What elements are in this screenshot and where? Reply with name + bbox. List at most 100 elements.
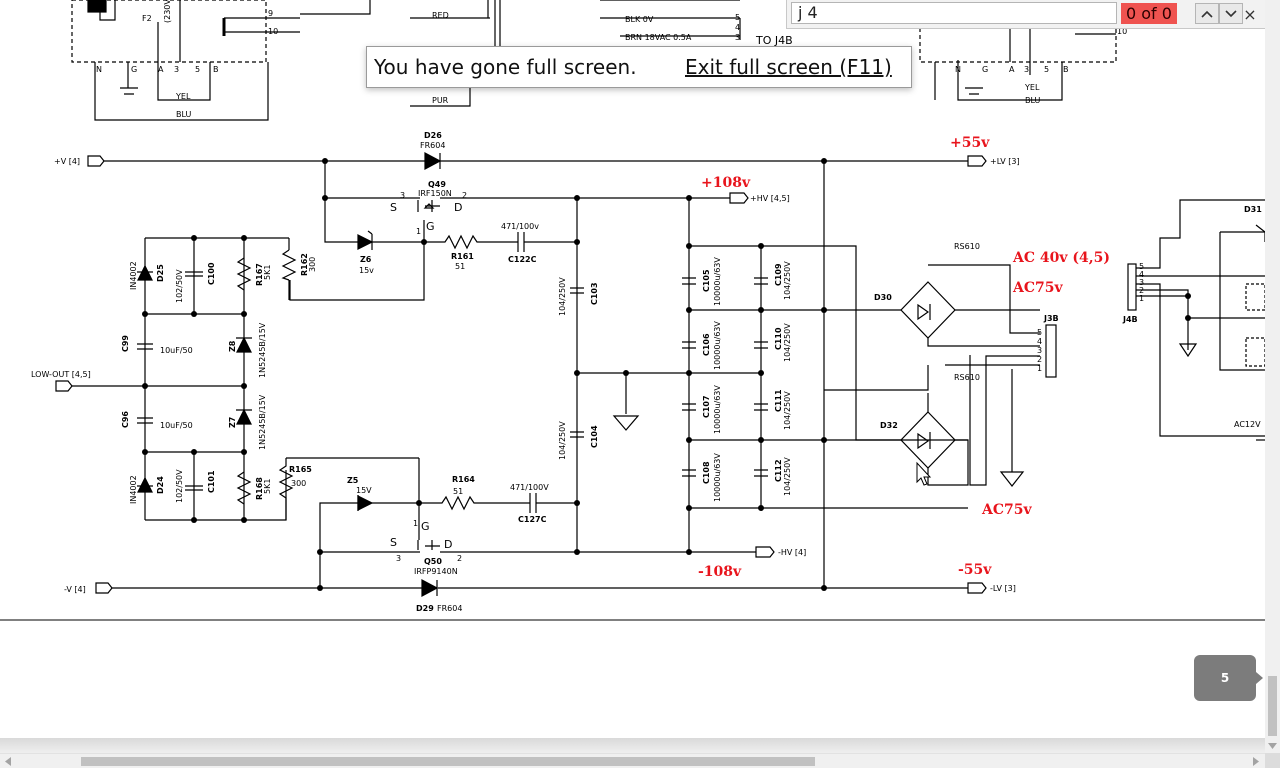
label-r165-v: 300 [291, 479, 306, 488]
label-c106-v: 10000u/63V [713, 321, 722, 370]
document-viewport[interactable]: F2 N G A 3 5 B YEL BLU 9 10 RED PUR BLK … [0, 0, 1265, 740]
scroll-right-arrow-icon [1252, 757, 1259, 766]
horizontal-scroll-thumb[interactable] [81, 757, 815, 766]
label-c127c-v: 471/100V [510, 483, 549, 492]
horizontal-scrollbar[interactable] [0, 753, 1265, 768]
label-c109: C109 [774, 263, 783, 286]
page-number: 5 [1220, 671, 1230, 685]
label-d29: D29 [416, 604, 434, 613]
label-minus-hv: -HV [4] [778, 548, 806, 557]
label-j4b-pin1: 1 [1139, 294, 1144, 303]
label-plus-v: +V [4] [54, 157, 80, 166]
label-q49-d: D [454, 201, 462, 214]
vertical-scrollbar[interactable] [1265, 0, 1280, 753]
label-c111: C111 [774, 389, 783, 412]
label-pin-3: 3 [735, 33, 740, 42]
label-f2: F2 [142, 14, 152, 23]
label-red: RED [432, 11, 449, 20]
label-r165: R165 [289, 465, 312, 474]
label-c127c: C127C [518, 515, 547, 524]
label-9: 9 [268, 9, 273, 18]
label-q50-type: IRFP9140N [414, 567, 458, 576]
label-r162-v: 300 [308, 257, 317, 272]
label-j4b: J4B [1122, 315, 1138, 324]
label-c101: C101 [207, 470, 216, 493]
label-right-10: 10 [1117, 27, 1127, 36]
label-j3b-pin5: 5 [1037, 328, 1042, 337]
label-c100-v: 102/50V [175, 269, 184, 303]
label-minus-v: -V [4] [64, 585, 86, 594]
label-d26-type: FR604 [420, 141, 445, 150]
label-a: A [158, 65, 164, 74]
label-5b: 5 [1044, 65, 1049, 74]
mouse-cursor [916, 461, 932, 486]
label-q50-pin1: 1 [413, 519, 418, 528]
label-c100: C100 [207, 262, 216, 285]
label-j3b-pin3: 3 [1037, 346, 1042, 355]
label-c112-v: 104/250V [783, 457, 792, 496]
label-r167: R167 [255, 263, 264, 286]
find-close-button[interactable]: × [1239, 3, 1261, 25]
label-10: 10 [268, 27, 278, 36]
label-c106: C106 [702, 333, 711, 356]
label-z7-type: 1N5245B/15V [258, 394, 267, 450]
chevron-up-icon [1201, 10, 1213, 18]
label-c101-v: 102/50V [175, 469, 184, 503]
label-brn-18vac: BRN 18VAC 0.5A [625, 33, 692, 42]
find-previous-button[interactable] [1195, 3, 1219, 24]
label-r168-v: 5K1 [263, 479, 272, 494]
label-z7: Z7 [228, 417, 237, 428]
chevron-down-icon [1225, 9, 1237, 17]
label-c108-v: 10000u/63V [713, 453, 722, 502]
voltage-ac75-bottom: AC75v [981, 502, 1032, 518]
label-r164: R164 [452, 475, 475, 484]
label-c104: C104 [590, 425, 599, 448]
label-j4b-pin2: 2 [1139, 286, 1144, 295]
scroll-left-button[interactable] [0, 754, 15, 769]
label-3b: 3 [1024, 65, 1029, 74]
label-to-j4b: TO J4B [755, 34, 793, 47]
label-low-out: LOW-OUT [4,5] [31, 370, 91, 379]
label-z6-v: 15v [359, 266, 374, 275]
label-q49-g: G [426, 220, 435, 233]
fullscreen-notice: You have gone full screen. Exit full scr… [366, 46, 912, 88]
label-minus-lv: -LV [3] [990, 584, 1016, 593]
voltage-plus-108v: +108v [701, 175, 751, 191]
label-blu2: BLU [1025, 96, 1041, 105]
scroll-down-arrow-icon [1268, 742, 1277, 749]
label-plus-lv: +LV [3] [990, 157, 1020, 166]
label-r161: R161 [451, 252, 474, 261]
label-q50-pin2: 2 [457, 554, 462, 563]
schematic-diagram: F2 N G A 3 5 B YEL BLU 9 10 RED PUR BLK … [0, 0, 1265, 621]
label-r162: R162 [300, 253, 309, 276]
exit-fullscreen-link[interactable]: Exit full screen (F11) [685, 55, 892, 79]
label-j4b-pin5: 5 [1139, 262, 1144, 271]
label-a2: A [1009, 65, 1015, 74]
top-left-block [87, 0, 107, 13]
label-j3b: J3B [1043, 314, 1059, 323]
scroll-right-button[interactable] [1248, 754, 1263, 769]
vertical-scroll-thumb[interactable] [1268, 676, 1277, 736]
fullscreen-message: You have gone full screen. [374, 55, 637, 79]
find-input[interactable]: j 4 [791, 2, 1117, 24]
label-b2: B [1063, 65, 1069, 74]
label-d24-type: IN4002 [129, 475, 138, 504]
voltage-minus-108v: -108v [698, 564, 742, 580]
close-icon: × [1243, 4, 1257, 24]
label-plus-hv: +HV [4,5] [750, 194, 790, 203]
label-z5: Z5 [347, 476, 359, 485]
find-next-button[interactable] [1219, 3, 1243, 24]
label-c105: C105 [702, 269, 711, 292]
label-q50-g: G [421, 520, 430, 533]
label-d25-type: IN4002 [129, 261, 138, 290]
label-c96-v: 10uF/50 [160, 421, 193, 430]
label-c110-v: 104/250V [783, 323, 792, 362]
scrollbar-corner [1265, 753, 1280, 768]
label-blk-0v: BLK 0V [625, 15, 654, 24]
label-d32: D32 [880, 421, 898, 430]
label-c110: C110 [774, 327, 783, 350]
scroll-down-button[interactable] [1265, 738, 1280, 753]
label-c99-v: 10uF/50 [160, 346, 193, 355]
page-bottom-shadow [0, 738, 1265, 753]
label-f2-rating: (230V) [163, 0, 172, 23]
